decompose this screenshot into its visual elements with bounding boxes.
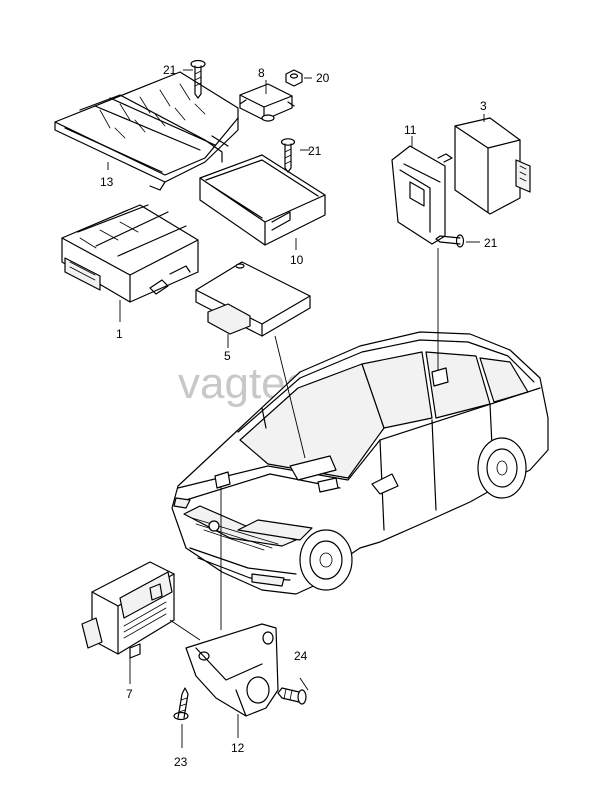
callout-5: 5: [224, 349, 231, 363]
part-24-screw: [277, 687, 307, 705]
vehicle-illustration: [171, 331, 549, 595]
part-20-nut: [285, 69, 303, 87]
part-23-screw: [173, 687, 189, 721]
callout-8: 8: [258, 66, 265, 80]
callout-10: 10: [290, 253, 304, 267]
part-7-control-module: [81, 561, 175, 659]
callout-21-a: 21: [163, 63, 177, 77]
part-11-bracket: [391, 145, 453, 245]
callout-1: 1: [116, 327, 123, 341]
callout-7: 7: [126, 687, 133, 701]
callout-12: 12: [231, 741, 245, 755]
callout-13: 13: [100, 175, 114, 189]
part-10-control-unit: [199, 154, 326, 246]
part-1-control-module: [61, 204, 199, 303]
part-21-screw-a: [190, 59, 206, 99]
callout-20: 20: [316, 71, 330, 85]
part-3-module: [454, 117, 531, 215]
leader-lines: [107, 69, 485, 748]
part-21-screw-b: [280, 138, 296, 173]
part-21-screw-c: [435, 234, 465, 248]
part-8-sensor: [239, 83, 295, 122]
part-13-cover: [54, 71, 239, 191]
callout-11: 11: [404, 123, 417, 137]
callout-21-b: 21: [308, 144, 322, 158]
callout-3: 3: [480, 99, 487, 113]
callout-23: 23: [174, 755, 188, 769]
callout-labels: 21 8 20 21 13 10 1 5 3 11 21 7 24 12 23: [100, 63, 498, 769]
part-12-bracket: [185, 623, 279, 717]
callout-21-c: 21: [484, 236, 498, 250]
part-5-control-unit: [195, 261, 311, 337]
callout-24: 24: [294, 649, 308, 663]
